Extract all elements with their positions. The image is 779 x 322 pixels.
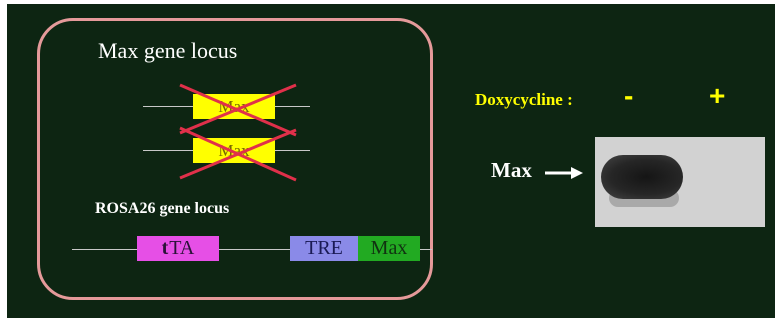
lane-minus-label: - (624, 80, 634, 111)
tta-rest: TA (169, 237, 195, 259)
tre-box: TRE (290, 236, 358, 261)
doxycycline-label: Doxycycline : (475, 90, 573, 109)
max-transgene-box: Max (358, 236, 420, 261)
gene-locus-frame (37, 18, 433, 300)
tre-label: TRE (305, 237, 343, 259)
max-transgene-label: Max (370, 237, 408, 259)
western-blot (595, 137, 765, 227)
tta-prefix: t (161, 237, 169, 259)
blot-band-minus-dox (601, 155, 683, 199)
lane-plus-label: + (709, 80, 726, 111)
blot-max-label: Max (491, 158, 532, 182)
rosa26-locus-title: ROSA26 gene locus (95, 200, 230, 217)
arrow-right-icon (545, 167, 583, 179)
max-gene-locus-title: Max gene locus (98, 38, 238, 63)
dna-line-rosa26 (72, 249, 432, 250)
max-allele-2-box: Max (193, 138, 275, 163)
